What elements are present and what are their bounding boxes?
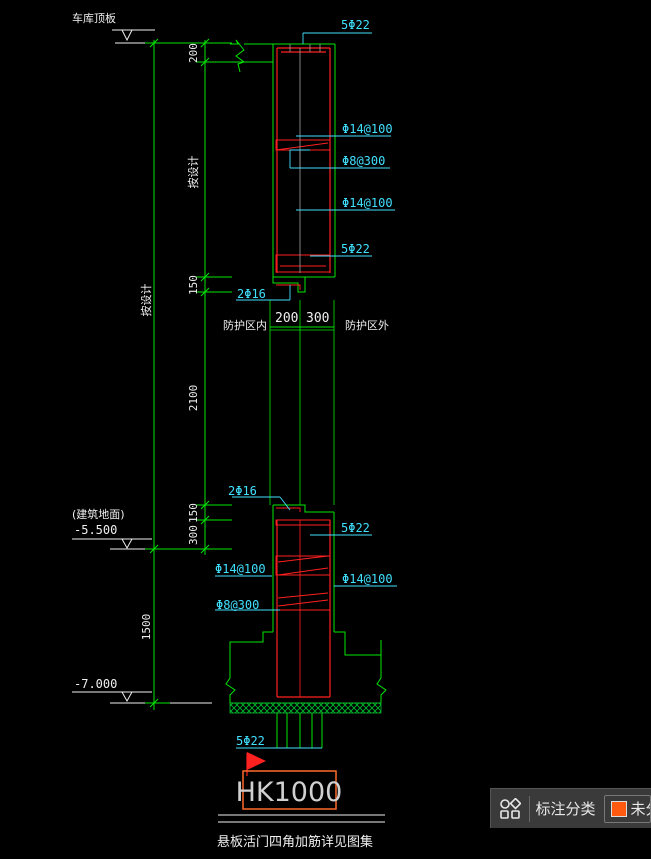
- rebar-inner: [289, 44, 321, 273]
- dim-200: 200: [187, 43, 200, 63]
- level-marker-floor: (建筑地面) -5.500: [72, 507, 232, 550]
- dimension-texts-left: 按设计 按设计 200 150 2100 150 300 1500: [139, 43, 200, 640]
- rebar-red: [275, 47, 331, 698]
- dim-150-bot: 150: [187, 503, 200, 523]
- dim-150-top: 150: [187, 275, 200, 295]
- label-stirrup-bot-right: Φ14@100: [342, 572, 393, 586]
- label-lintel-bottom: 2Φ16: [228, 484, 257, 498]
- category-grid-icon[interactable]: [499, 794, 521, 824]
- level-marker-top-slab: 车库顶板: [72, 11, 160, 44]
- divider: [529, 795, 530, 822]
- label-top-main: 5Φ22: [341, 18, 370, 32]
- rebar-labels: 5Φ22 Φ14@100 Φ8@300 Φ14@100 5Φ22 2Φ16 2Φ…: [215, 18, 393, 748]
- annotation-category-bar: 标注分类 未分类: [490, 788, 651, 828]
- dim-300: 300: [187, 525, 200, 545]
- label-stirrup-top-1: Φ14@100: [342, 122, 393, 136]
- side-inner: 防护区内: [223, 318, 267, 332]
- tag-text[interactable]: HK1000: [236, 777, 343, 808]
- label-base: 5Φ22: [236, 734, 265, 748]
- caption: 悬板活门四角加筋详见图集: [217, 834, 373, 850]
- category-chip-label: 未分类: [630, 800, 650, 818]
- dim-overall: 按设计: [139, 284, 153, 317]
- label-building-floor: (建筑地面): [72, 507, 125, 521]
- label-bottom-upper: 5Φ22: [341, 521, 370, 535]
- wall-dim-inner: 200: [275, 311, 298, 326]
- dim-1500: 1500: [140, 614, 153, 641]
- wall-dim-outer: 300: [306, 311, 329, 326]
- label-top-lower: 5Φ22: [341, 242, 370, 256]
- tag-group[interactable]: HK1000: [236, 752, 343, 810]
- base-hatch: [229, 702, 382, 714]
- category-color-swatch: [610, 800, 627, 817]
- category-title: 标注分类: [535, 800, 596, 818]
- side-labels: 防护区内 防护区外: [223, 318, 389, 332]
- label-lintel-top: 2Φ16: [237, 287, 266, 301]
- dim-2100: 2100: [187, 385, 200, 412]
- label-top-slab: 车库顶板: [72, 11, 116, 25]
- label-tie-top: Φ8@300: [342, 154, 385, 168]
- flag-icon: [247, 752, 266, 770]
- caption-group: 悬板活门四角加筋详见图集: [217, 814, 385, 850]
- wall-dims: 200 300: [275, 311, 329, 326]
- elev-bottom: -7.000: [74, 677, 117, 691]
- tag-box: [242, 770, 337, 810]
- side-outer: 防护区外: [345, 318, 389, 332]
- label-stirrup-top-2: Φ14@100: [342, 196, 393, 210]
- leader-lines: [215, 32, 397, 749]
- dimension-lines-left: [145, 38, 232, 710]
- level-marker-bottom: -7.000: [72, 677, 212, 704]
- dim-upper: 按设计: [186, 156, 200, 189]
- category-chip-uncategorized[interactable]: 未分类: [603, 794, 651, 823]
- label-stirrup-bot-left: Φ14@100: [215, 562, 266, 576]
- elev-floor: -5.500: [74, 523, 117, 537]
- label-tie-bot: Φ8@300: [216, 598, 259, 612]
